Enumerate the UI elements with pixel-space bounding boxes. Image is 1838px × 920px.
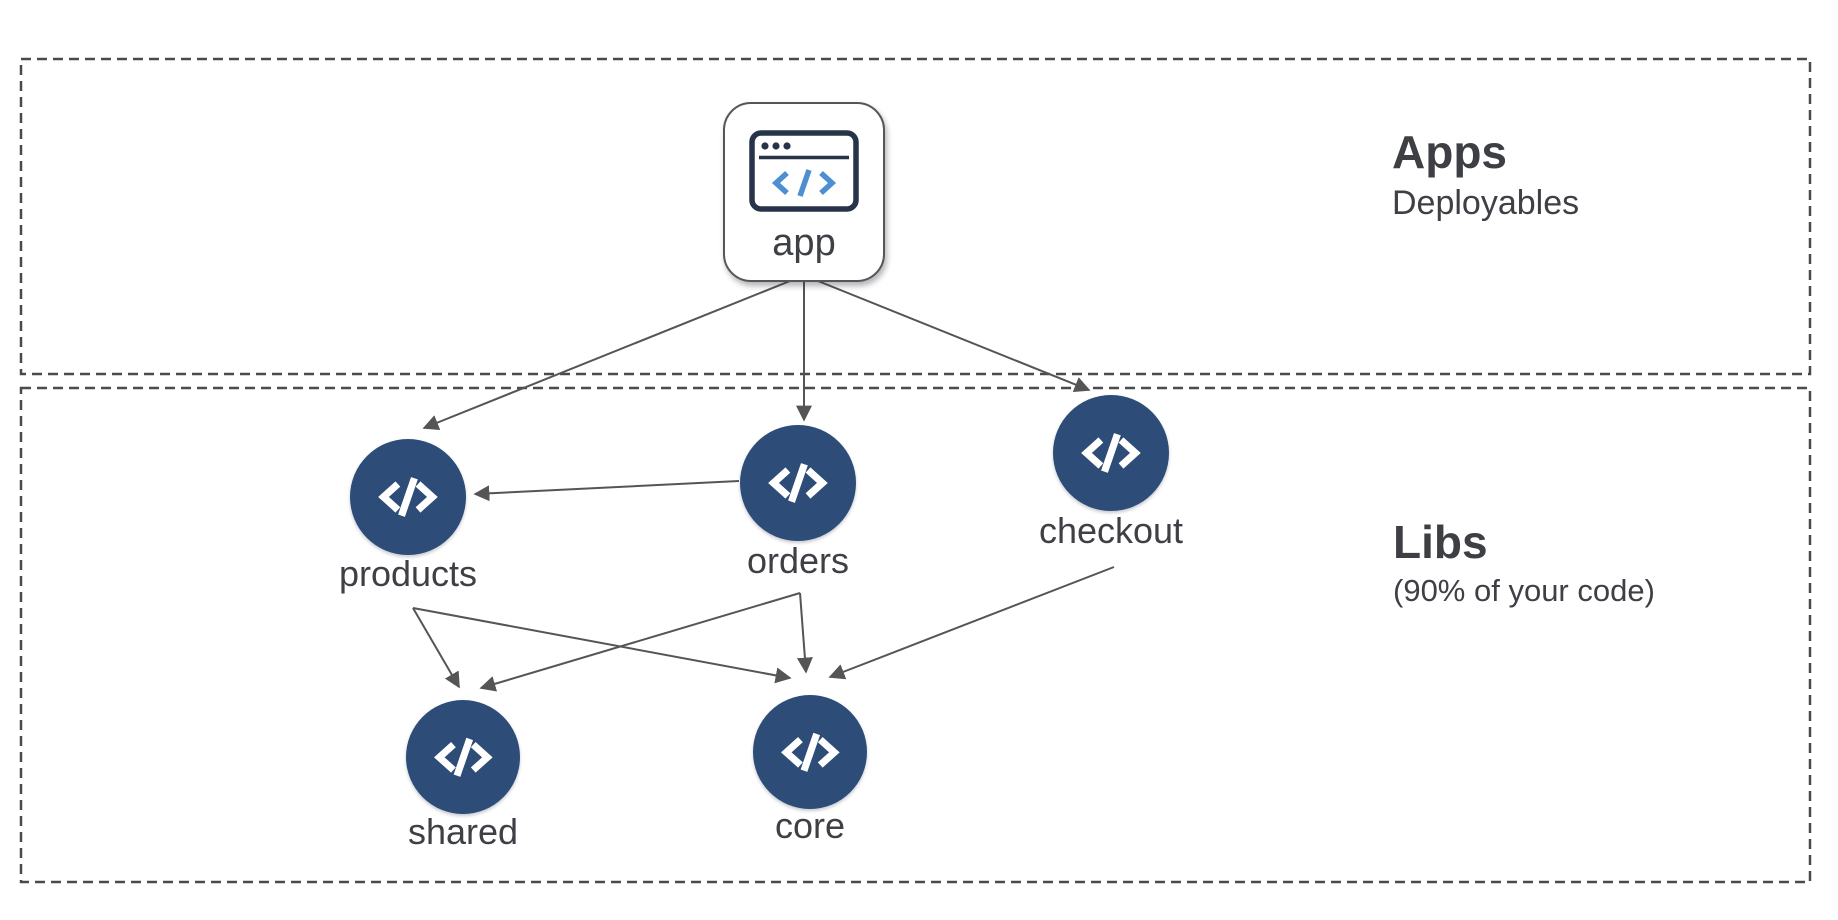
libs-section-subtitle: (90% of your code) (1393, 572, 1655, 608)
node-app: app (723, 102, 885, 282)
node-checkout (1053, 395, 1169, 511)
apps-section-title: Apps (1392, 126, 1507, 178)
node-label-shared: shared (407, 811, 519, 852)
edge-orders-core (796, 592, 813, 674)
code-icon (433, 737, 493, 777)
node-shared (406, 700, 520, 814)
libs-section-border (19, 386, 1812, 884)
libs-section-heading: Libs (90% of your code) (1393, 514, 1655, 610)
edge-products-core (412, 607, 792, 684)
apps-section-heading: Apps Deployables (1392, 124, 1579, 224)
libs-section-title: Libs (1393, 516, 1488, 568)
node-label-checkout: checkout (1038, 510, 1184, 551)
apps-section-subtitle: Deployables (1392, 183, 1580, 222)
code-icon (780, 732, 840, 772)
node-label-orders: orders (746, 540, 850, 581)
edge-orders-products (473, 480, 740, 502)
edge-app-products (422, 280, 791, 431)
code-icon (768, 463, 828, 503)
edge-checkout-core (828, 566, 1115, 680)
node-label-core: core (774, 805, 846, 846)
node-label-products: products (338, 553, 478, 594)
code-icon (1081, 433, 1141, 473)
edge-app-checkout (817, 280, 1091, 393)
node-core (753, 695, 867, 809)
code-icon (378, 477, 438, 517)
edge-orders-shared (479, 592, 801, 692)
edge-products-shared (412, 607, 460, 689)
browser-code-icon (749, 130, 859, 212)
apps-section-border (19, 57, 1812, 376)
node-products (350, 439, 466, 555)
node-orders (740, 425, 856, 541)
node-label-app: app (772, 222, 836, 264)
